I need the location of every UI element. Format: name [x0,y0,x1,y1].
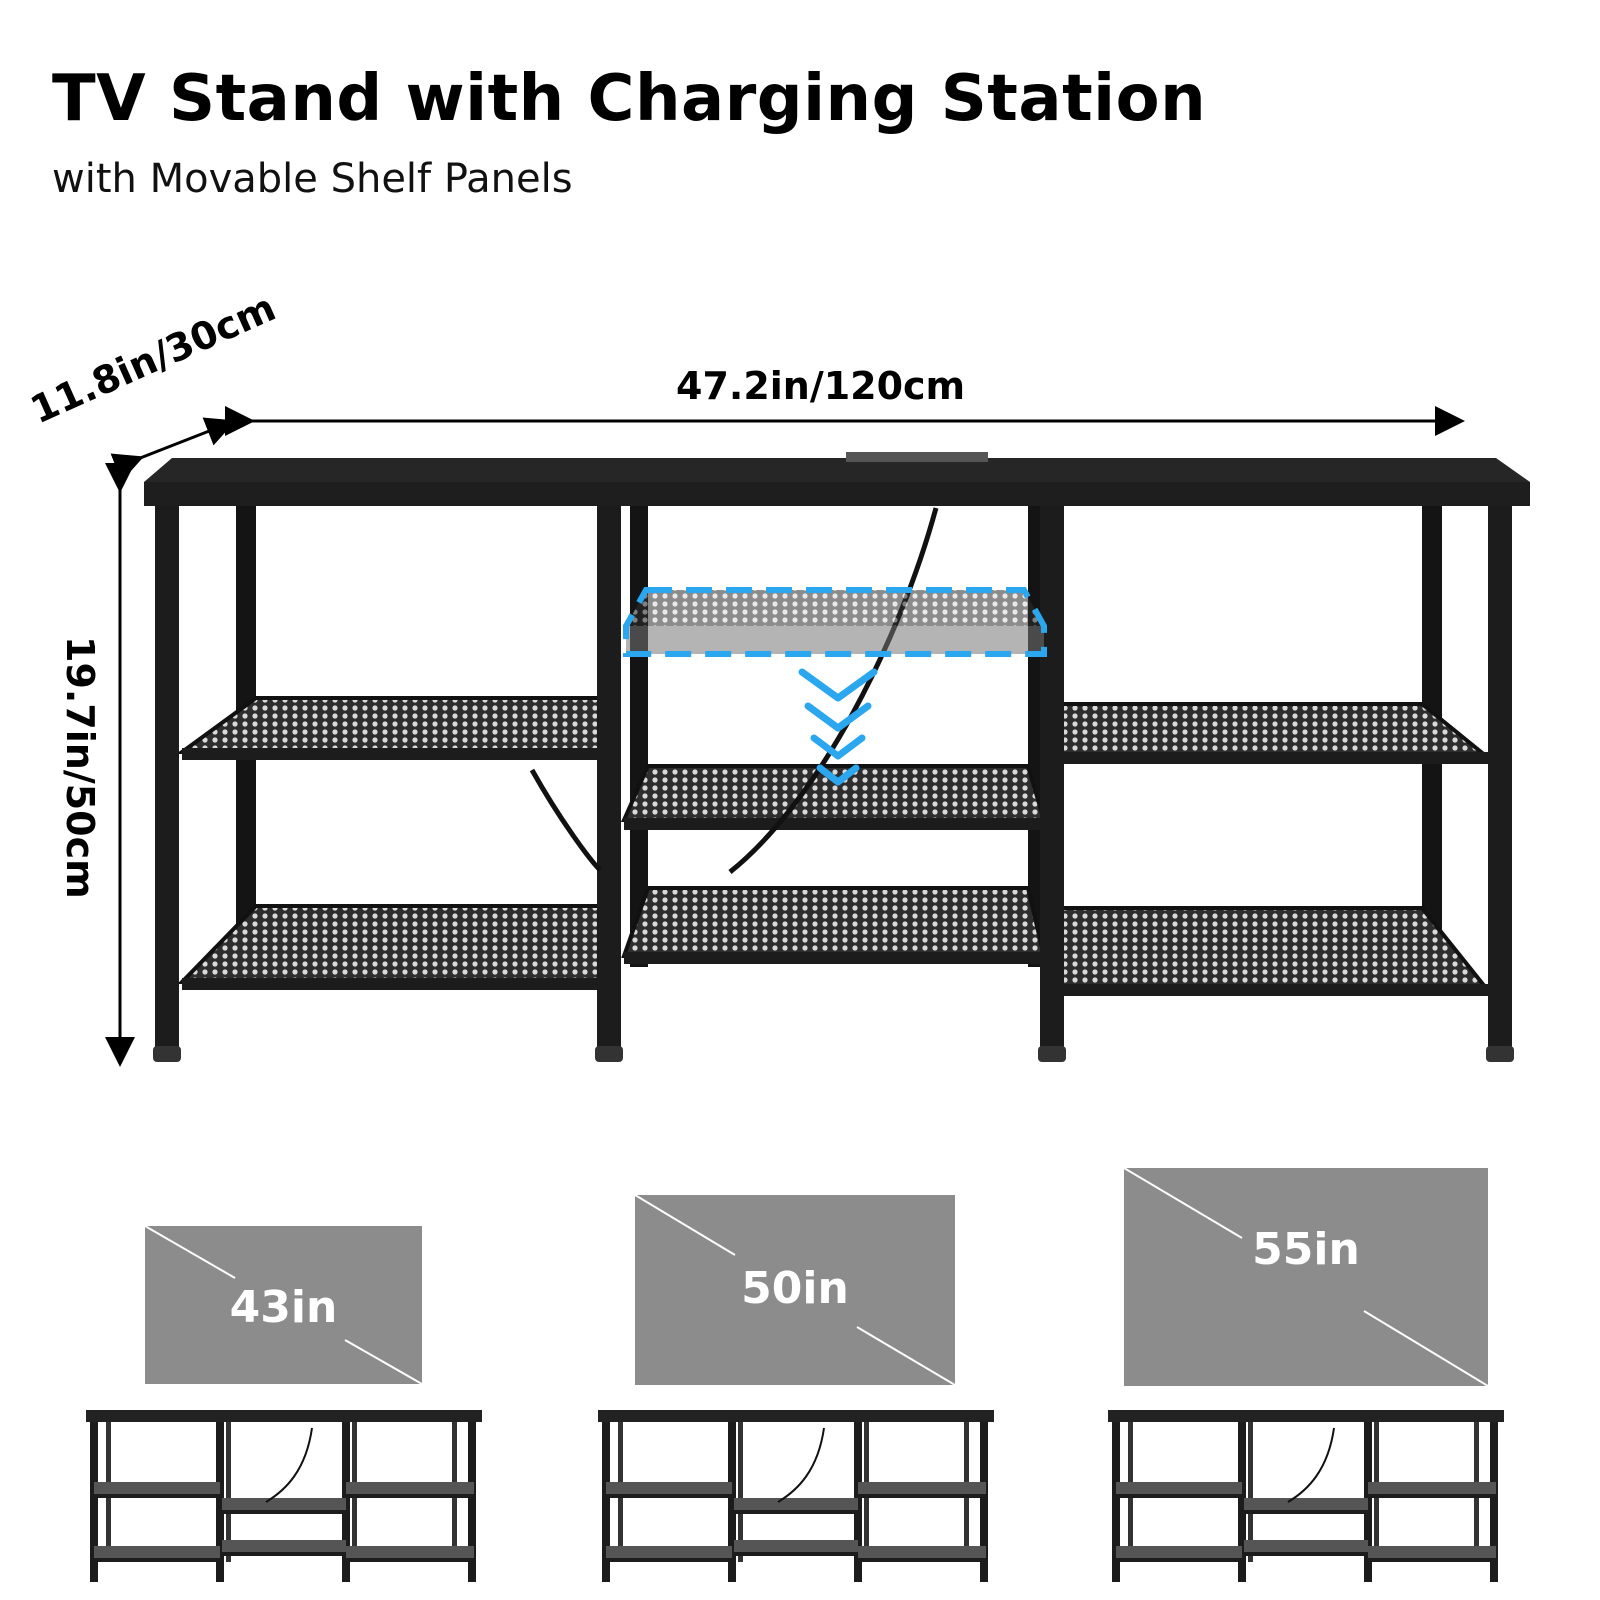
tv-screen-55: 55in [1124,1168,1488,1386]
diagonal-line-icon [145,1226,422,1384]
arrow-down-chevrons-icon [798,668,878,786]
height-dimension-label: 19.7in/50cm [58,636,102,899]
tv-size-label: 55in [1252,1224,1360,1275]
depth-dimension-arrow [110,417,236,482]
width-dimension-label: 47.2in/120cm [676,364,966,408]
mini-stands [86,1410,1504,1582]
tv-stand-main [144,452,1530,1062]
mini-tv-stand [1108,1410,1504,1582]
tv-screen-50: 50in [635,1195,955,1385]
tv-screen-43: 43in [145,1226,422,1384]
mini-tv-stand [86,1410,482,1582]
movable-shelf-highlight [623,587,1047,657]
tv-size-label: 50in [741,1263,849,1314]
page-subtitle: with Movable Shelf Panels [52,156,573,202]
mini-tv-stand [598,1410,994,1582]
diagonal-line-icon [1124,1168,1488,1386]
diagonal-line-icon [635,1195,955,1385]
tv-size-label: 43in [229,1282,338,1333]
page-title: TV Stand with Charging Station [52,62,1207,136]
